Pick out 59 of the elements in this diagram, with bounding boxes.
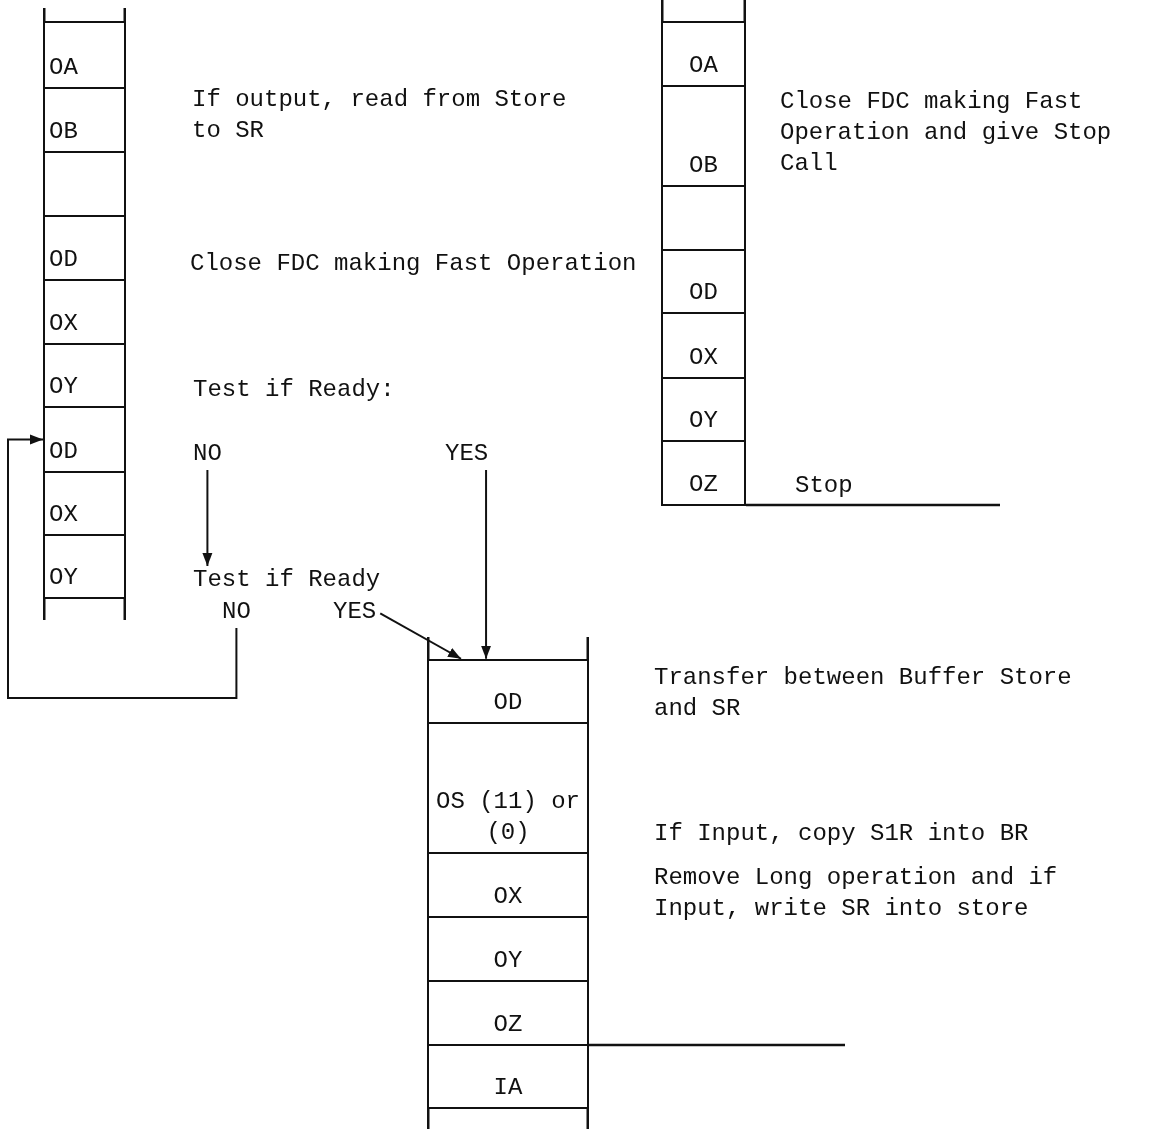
- arrow: [481, 469, 492, 660]
- register-cell: [427, 915, 589, 983]
- cell-label: OD: [689, 278, 718, 309]
- branch-label: YES: [333, 598, 377, 626]
- register-cell: [427, 658, 589, 725]
- note-text: Transfer between Buffer Store and SR: [654, 663, 1073, 724]
- register-cell: [43, 86, 126, 154]
- cell-label: OB: [689, 151, 718, 182]
- arrow: [7, 434, 238, 699]
- cell-label: OB: [49, 117, 78, 148]
- cell-label: OZ: [493, 1010, 523, 1041]
- cell-label: OY: [689, 406, 718, 437]
- register-cell: [43, 405, 126, 474]
- cell-label: OY: [493, 946, 523, 977]
- register-cell: [43, 20, 126, 90]
- note-text: Stop: [795, 471, 854, 501]
- note-text: Remove Long operation and if Input, write SR into store: [654, 863, 1059, 924]
- cell-label: OX: [49, 500, 78, 531]
- branch-label: NO: [193, 440, 222, 468]
- note-text: If output, read from Store to SR: [192, 85, 568, 146]
- cell-label: OY: [49, 372, 78, 403]
- branch-label: Test if Ready: [193, 566, 381, 594]
- cell-label: OX: [689, 343, 718, 374]
- register-cell: [427, 851, 589, 919]
- register-cell: [43, 533, 126, 600]
- register-cell: [43, 278, 126, 346]
- note-text: If Input, copy S1R into BR: [654, 819, 1030, 849]
- cell-label: OA: [689, 51, 718, 82]
- cell-label: OA: [49, 53, 78, 84]
- register-cell: [661, 439, 746, 507]
- note-text: Close FDC making Fast Operation and give Stop Call: [780, 87, 1113, 179]
- arrow: [379, 612, 462, 660]
- cell-label: OD: [493, 688, 523, 719]
- register-cell: [427, 1043, 589, 1110]
- branch-label: YES: [445, 440, 489, 468]
- register-cell: [43, 214, 126, 282]
- note-text: Test if Ready:: [193, 375, 396, 405]
- register-cell: [661, 376, 746, 443]
- register-cell: [43, 342, 126, 409]
- cell-label: IA: [493, 1073, 523, 1104]
- cell-label: OD: [49, 437, 78, 468]
- empty-register-cell: [661, 184, 746, 252]
- cell-label: OS (11) or (0): [435, 787, 581, 849]
- cell-label: OX: [493, 882, 523, 913]
- register-cell: [43, 470, 126, 537]
- register-cell: [661, 311, 746, 380]
- cell-label: OY: [49, 563, 78, 594]
- note-text: Close FDC making Fast Operation: [190, 249, 638, 279]
- register-cell: [427, 979, 589, 1047]
- empty-register-cell: [43, 150, 126, 218]
- cell-label: OZ: [689, 470, 718, 501]
- register-cell: [661, 84, 746, 188]
- branch-label: NO: [222, 598, 251, 626]
- cell-label: OD: [49, 245, 78, 276]
- cell-label: OX: [49, 309, 78, 340]
- arrow: [202, 469, 213, 567]
- register-cell: [661, 248, 746, 315]
- register-cell: [427, 721, 589, 855]
- register-cell: [661, 20, 746, 88]
